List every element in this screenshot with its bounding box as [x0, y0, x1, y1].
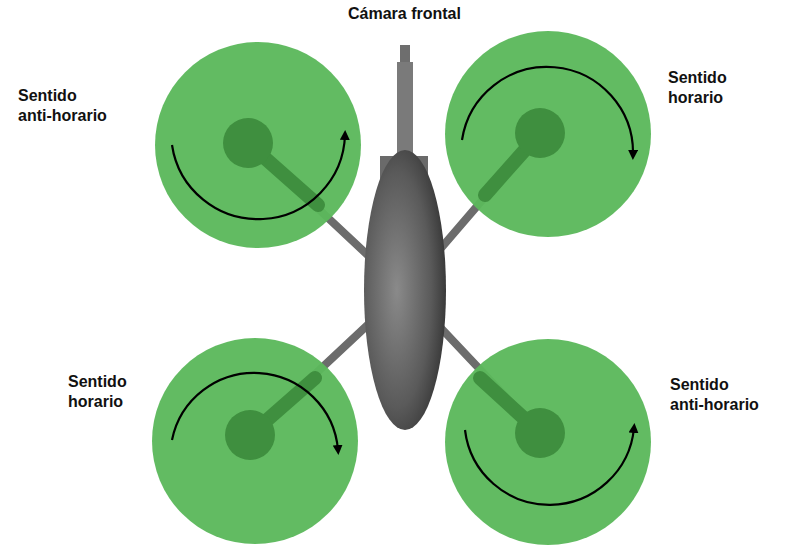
- camera-barrel: [397, 62, 413, 162]
- motor-arms: [248, 133, 540, 435]
- motor-hubs: [223, 108, 565, 460]
- rotation-label: Sentido anti-horario: [670, 375, 759, 415]
- drone-body: [364, 150, 446, 430]
- rotation-label: Sentido anti-horario: [18, 86, 107, 126]
- camera-label: Cámara frontal: [348, 4, 461, 24]
- rotor-discs: [152, 31, 651, 545]
- rotation-label: Sentido horario: [668, 68, 727, 108]
- rotation-arrows: [172, 67, 634, 505]
- arms: [248, 133, 540, 435]
- rotation-label: Sentido horario: [68, 372, 127, 412]
